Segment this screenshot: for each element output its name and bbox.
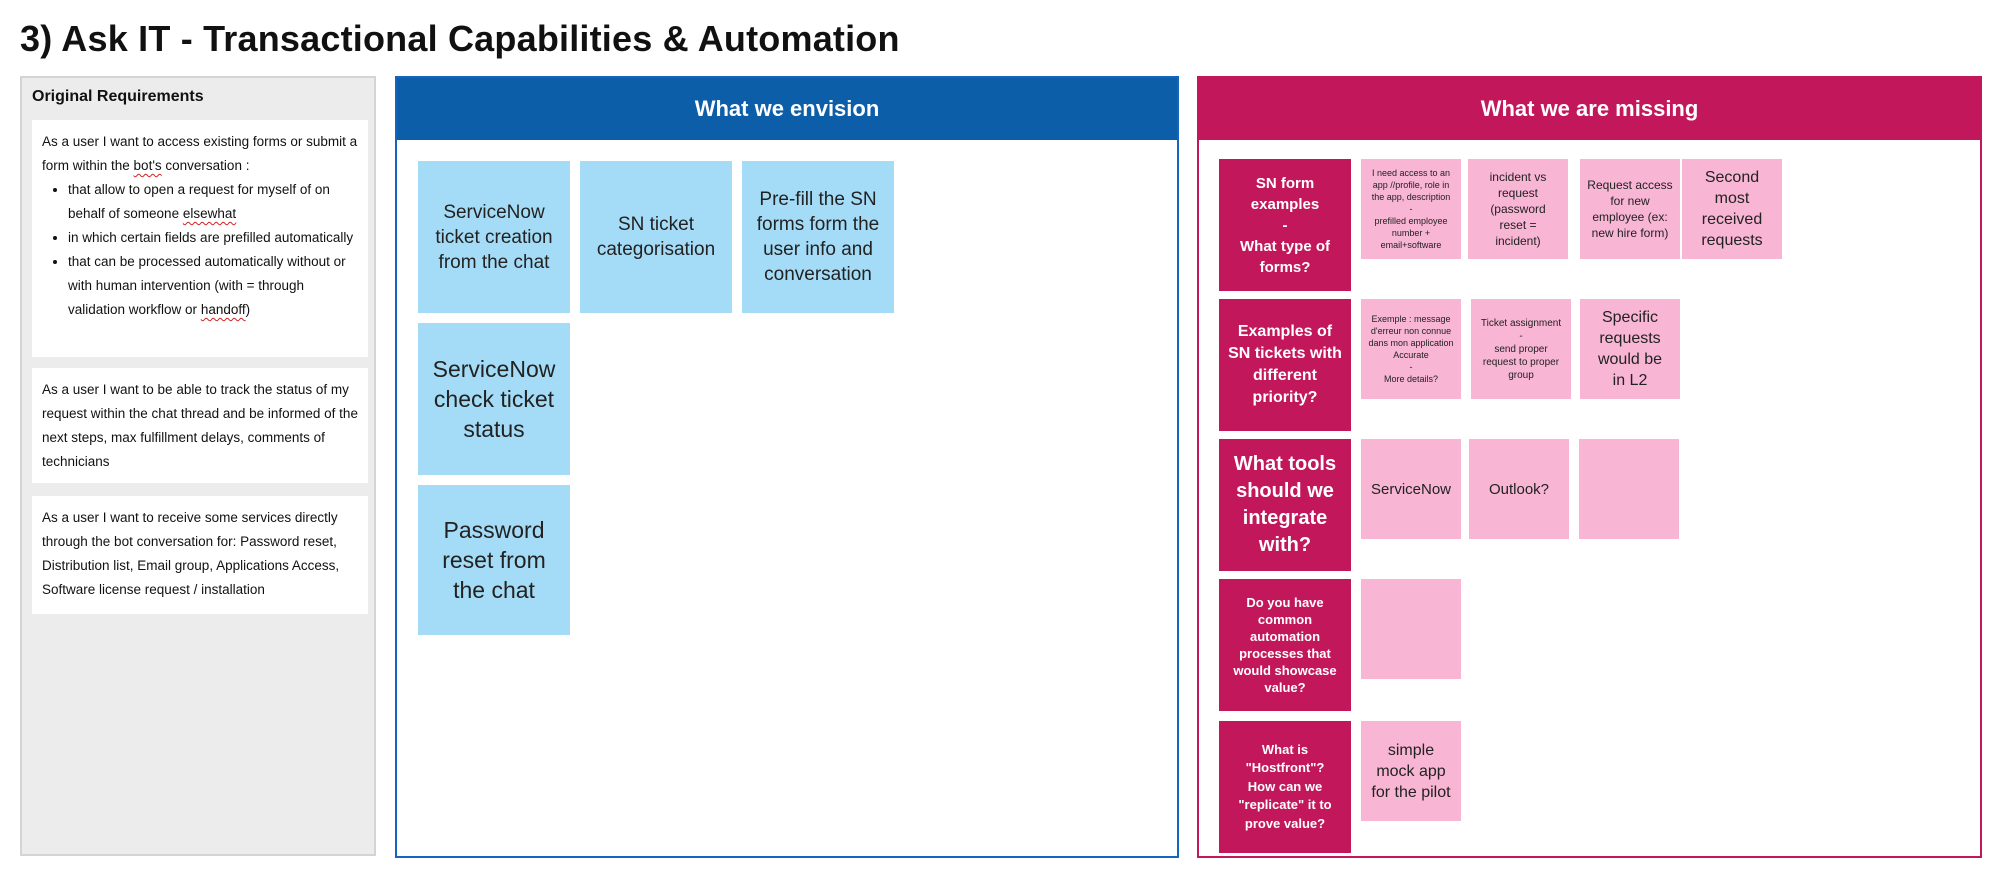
envision-sticky[interactable]: Pre-fill the SN forms form the user info… [742,161,894,313]
requirement-card-services[interactable]: As a user I want to receive some service… [32,496,368,614]
note-sticky[interactable]: Request access for new employee (ex: new… [1580,159,1680,259]
note-sticky[interactable]: incident vs request (password reset = in… [1468,159,1568,259]
missing-column: What we are missing SN form examples - W… [1197,76,1982,858]
requirements-heading: Original Requirements [32,88,204,105]
requirement-intro: As a user I want to access existing form… [42,134,358,173]
envision-sticky[interactable]: ServiceNow check ticket status [418,323,570,475]
requirement-card-track-status[interactable]: As a user I want to be able to track the… [32,368,368,483]
requirement-bullets: that allow to open a request for myself … [42,178,358,322]
envision-column: What we envision ServiceNow ticket creat… [395,76,1179,858]
requirements-panel: Original Requirements As a user I want t… [20,76,376,856]
envision-sticky[interactable]: Password reset from the chat [418,485,570,635]
note-sticky[interactable]: Specific requests would be in L2 [1580,299,1680,399]
note-sticky[interactable]: I need access to an app //profile, role … [1361,159,1461,259]
question-sticky[interactable]: Do you have common automation processes … [1219,579,1351,711]
note-sticky[interactable]: ServiceNow [1361,439,1461,539]
question-sticky[interactable]: SN form examples - What type of forms? [1219,159,1351,291]
page-title: 3) Ask IT - Transactional Capabilities &… [20,18,900,59]
note-sticky[interactable]: Exemple : message d'erreur non connue da… [1361,299,1461,399]
requirement-bullet: in which certain fields are prefilled au… [68,226,358,250]
note-sticky[interactable] [1579,439,1679,539]
envision-sticky[interactable]: SN ticket categorisation [580,161,732,313]
question-sticky[interactable]: Examples of SN tickets with different pr… [1219,299,1351,431]
question-sticky[interactable]: What is "Hostfront"? How can we "replica… [1219,721,1351,853]
note-sticky[interactable]: Ticket assignment - send proper request … [1471,299,1571,399]
envision-header: What we envision [397,78,1177,140]
question-sticky[interactable]: What tools should we integrate with? [1219,439,1351,571]
requirement-bullet: that allow to open a request for myself … [68,178,358,226]
requirement-bullet: that can be processed automatically with… [68,250,358,322]
note-sticky[interactable] [1361,579,1461,679]
note-sticky[interactable]: simple mock app for the pilot [1361,721,1461,821]
note-sticky[interactable]: Second most received requests [1682,159,1782,259]
requirement-card-forms[interactable]: As a user I want to access existing form… [32,120,368,357]
envision-sticky[interactable]: ServiceNow ticket creation from the chat [418,161,570,313]
missing-header: What we are missing [1199,78,1980,140]
note-sticky[interactable]: Outlook? [1469,439,1569,539]
